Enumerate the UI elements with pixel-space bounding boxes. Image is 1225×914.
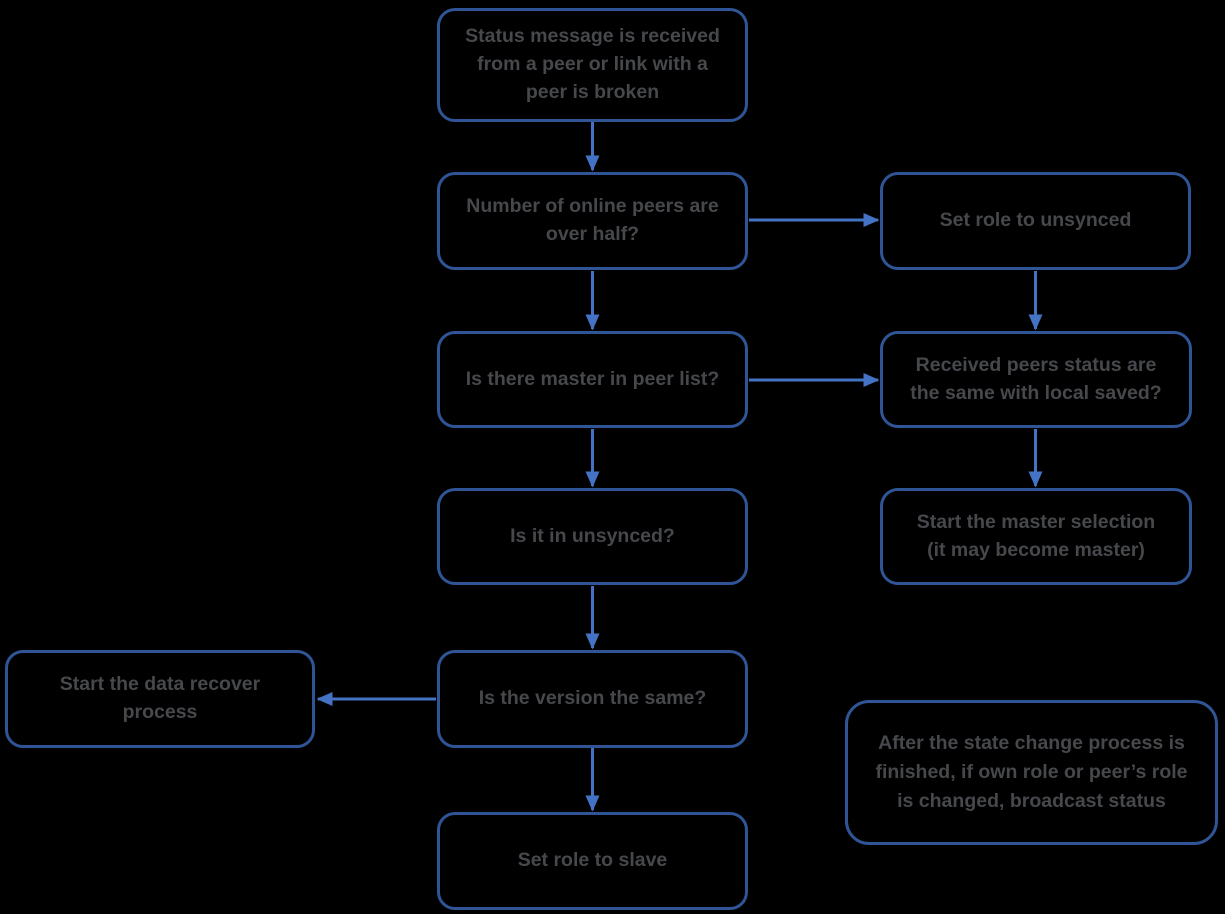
flow-node-label: Number of online peers are over half? <box>466 195 719 245</box>
flow-node-set-role-unsynced: Set role to unsynced <box>880 172 1191 270</box>
flow-node-label: Status message is received from a peer o… <box>465 25 720 103</box>
flow-node-label: Start the master selection (it may becom… <box>916 510 1156 561</box>
flow-node-label: Set role to slave <box>517 849 668 872</box>
flow-node-master-in-peer-list: Is there master in peer list? <box>437 331 748 428</box>
flow-node-label: Is there master in peer list? <box>465 367 720 390</box>
flow-node-label: Set role to unsynced <box>939 209 1132 232</box>
flow-node-label: After the state change process is finish… <box>875 731 1188 813</box>
flow-node-label: Is it in unsynced? <box>510 524 675 547</box>
flow-node-peers-status-same: Received peers status are the same with … <box>880 331 1192 428</box>
flow-node-status-received: Status message is received from a peer o… <box>437 8 748 122</box>
flow-node-label: Received peers status are the same with … <box>910 353 1162 404</box>
flow-node-version-same: Is the version the same? <box>437 650 748 748</box>
flow-node-peers-over-half: Number of online peers are over half? <box>437 172 748 270</box>
flow-node-set-role-slave: Set role to slave <box>437 812 748 910</box>
flow-node-broadcast-note: After the state change process is finish… <box>845 700 1218 845</box>
flow-node-start-master-selection: Start the master selection (it may becom… <box>880 488 1192 585</box>
flow-node-is-in-unsynced: Is it in unsynced? <box>437 488 748 585</box>
flow-node-start-data-recover: Start the data recover process <box>5 650 315 748</box>
flow-node-label: Is the version the same? <box>478 687 707 710</box>
flow-node-label: Start the data recover process <box>59 673 261 723</box>
